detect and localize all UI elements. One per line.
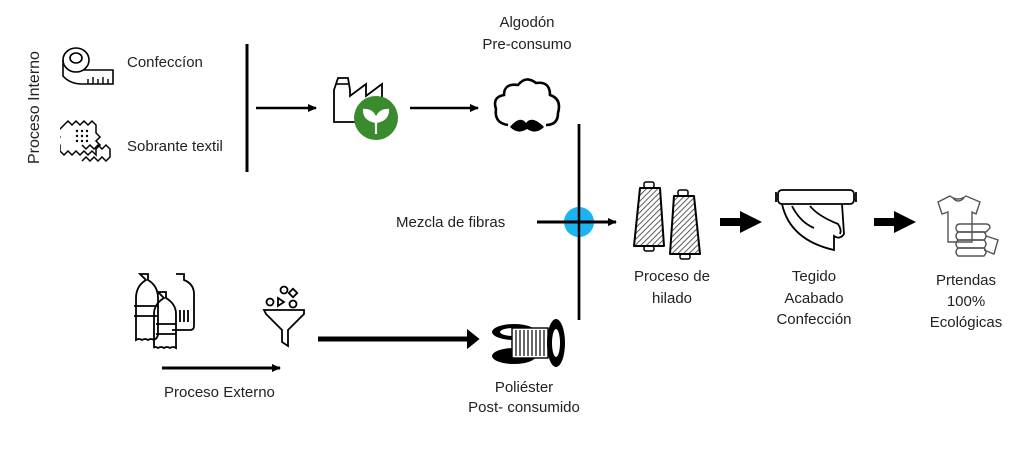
cotton-label-line1: Algodón: [499, 14, 555, 31]
cotton-label-line2: Pre-consumo: [482, 36, 572, 53]
polyester-label-line1: Poliéster: [494, 379, 554, 396]
arrow-weaving-to-garments: [874, 211, 916, 233]
weaving-label-line1: Tegido: [791, 268, 837, 285]
mix-label: Mezcla de fibras: [396, 214, 506, 231]
sobrante-textil-label: Sobrante textil: [127, 138, 223, 155]
polyester-label-line2: Post- consumido: [468, 399, 580, 416]
weaving-label-line2: Acabado: [784, 290, 844, 307]
external-process-label: Proceso Externo: [164, 384, 275, 401]
spool-icon: [492, 319, 565, 367]
clothes-icon: [937, 195, 999, 257]
arrow-funnel-to-spool-head: [467, 328, 480, 350]
cotton-icon: [493, 78, 561, 132]
fabric-roll-icon: [775, 189, 857, 252]
eco-factory-icon: [333, 77, 398, 140]
spinning-label-line1: Proceso de: [634, 268, 710, 285]
garments-label-line2: 100%: [946, 293, 986, 310]
internal-process-label: Proceso Interno: [26, 51, 43, 164]
weaving-label-line3: Confección: [776, 311, 852, 328]
measuring-tape-icon: [62, 47, 114, 85]
spinning-label-line2: hilado: [651, 290, 693, 307]
garments-label-line3: Ecológicas: [929, 314, 1003, 331]
fabric-scrap-icon: [60, 119, 111, 163]
yarn-cones-icon: [633, 181, 701, 260]
garments-label-line1: Prtendas: [935, 272, 997, 289]
arrow-spinning-to-weaving: [720, 211, 762, 233]
confeccion-label: Confeccíon: [127, 54, 203, 71]
funnel-icon: [262, 285, 305, 348]
plastic-bottles-icon: [134, 273, 195, 350]
